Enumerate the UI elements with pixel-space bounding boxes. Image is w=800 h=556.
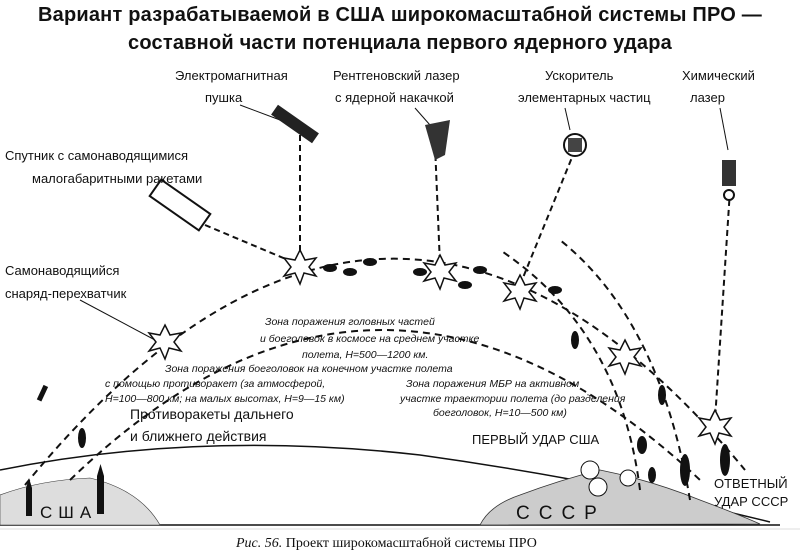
em-gun-label: Электромагнитная [175, 68, 288, 83]
xray-laser-icon [425, 120, 450, 160]
terminal-zone-3: H=100—800 км; на малых высотах, H=9—15 к… [105, 393, 345, 405]
chem-leader [719, 107, 729, 151]
warhead-icon [78, 258, 730, 486]
boost-zone-1: Зона поражения МБР на активном [406, 378, 580, 390]
figure-caption: Рис. 56. Проект широкомасштабной системы… [236, 536, 537, 552]
satellite-label: Спутник с самонаводящимися [5, 148, 189, 163]
xray-laser-label-2: с ядерной накачкой [335, 90, 454, 105]
title-line-2: составной части потенциала первого ядерн… [128, 32, 672, 54]
cloud-icon [580, 460, 637, 497]
usa-label: США [40, 503, 98, 522]
satellite-icon [148, 178, 212, 232]
figure-caption-text: Проект широкомасштабной системы ПРО [285, 536, 537, 551]
em-gun-leader [239, 104, 281, 121]
antimissiles-label-2: и ближнего действия [130, 428, 267, 444]
accelerator-label-2: элементарных частиц [518, 90, 651, 105]
xray-leader [414, 107, 431, 126]
rocket-icon [26, 384, 104, 516]
figure-number: Рис. 56. [236, 536, 283, 551]
em-gun-icon [271, 104, 319, 144]
antimissiles-label: Противоракеты дальнего [130, 406, 294, 422]
icbm-trajectory [499, 249, 641, 491]
interceptor-label-2: снаряд-перехватчик [5, 286, 127, 301]
chem-laser-beam [714, 189, 731, 421]
explosion-icon [147, 248, 733, 446]
midcourse-zone-2: и боеголовок в космосе на среднем участк… [260, 333, 480, 345]
ussr-territory [479, 469, 761, 526]
icbm-trajectory-2 [559, 239, 691, 501]
em-gun-label-2: пушка [205, 90, 243, 105]
interceptor-label: Самонаводящийся [5, 263, 120, 278]
midcourse-zone-1: Зона поражения головных частей [265, 316, 435, 328]
chemical-laser-label-2: лазер [690, 90, 725, 105]
first-strike-label: ПЕРВЫЙ УДАР США [472, 432, 600, 447]
accelerator-icon [563, 133, 587, 157]
chemical-laser-label: Химический [682, 68, 755, 83]
xray-laser-label: Рентгеновский лазер [333, 68, 460, 83]
outer-trajectory [24, 257, 746, 486]
boost-zone-3: боеголовок, H=10—500 км) [433, 407, 567, 419]
ussr-label: СССР [516, 503, 606, 524]
accelerator-beam [519, 149, 576, 286]
midcourse-zone-3: полета, H=500—1200 км. [302, 349, 429, 361]
accel-leader [564, 107, 571, 131]
usa-territory [0, 477, 161, 526]
chemical-laser-icon [722, 160, 736, 201]
title-line-1: Вариант разрабатываемой в США широкомасш… [37, 4, 762, 26]
accelerator-label: Ускоритель [545, 68, 614, 83]
interceptor-leader [79, 299, 156, 341]
laser-beam [434, 144, 441, 266]
retaliation-label-2: УДАР СССР [714, 494, 789, 509]
satellite-label-2: малогабаритными ракетами [32, 171, 203, 186]
terminal-zone-1: Зона поражения боеголовок на конечном уч… [165, 363, 453, 375]
retaliation-label: ОТВЕТНЫЙ [714, 476, 788, 491]
boost-zone-2: участке траектории полета (до разделения [400, 393, 626, 405]
terminal-zone-2: с помощью противоракет (за атмосферой, [105, 378, 326, 390]
